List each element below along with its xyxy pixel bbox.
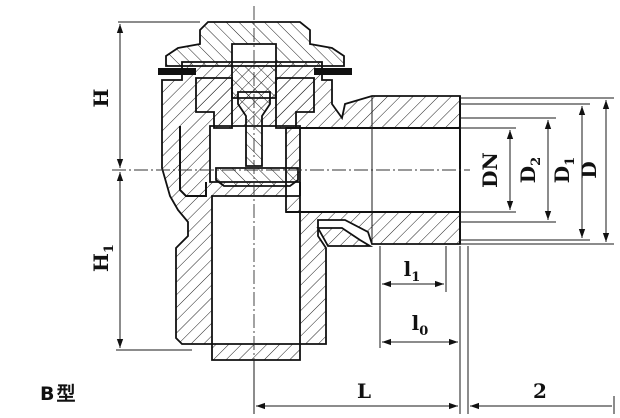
dimension-gap: 2 — [470, 379, 612, 410]
label-dn: DN — [478, 152, 502, 188]
label-h: H — [89, 89, 113, 108]
dimension-d: D — [577, 100, 610, 242]
gasket-left — [158, 68, 196, 75]
label-l1: l1 — [404, 257, 421, 285]
dimension-h1: H1 — [89, 172, 192, 351]
dimension-l1: l1 — [382, 257, 444, 288]
dimension-dn: DN — [478, 130, 514, 210]
label-gap: 2 — [533, 379, 547, 403]
dimension-l0: l0 — [382, 311, 458, 346]
dimension-d2: D2 — [516, 120, 552, 220]
label-l: L — [357, 379, 371, 403]
dimension-d1: D1 — [550, 106, 586, 238]
label-l0: l0 — [412, 311, 429, 339]
dimension-h: H — [89, 21, 200, 168]
valve-body — [161, 61, 461, 361]
label-d1: D1 — [550, 157, 578, 183]
dimension-l: L — [256, 379, 458, 410]
label-h1: H1 — [89, 244, 117, 272]
label-d: D — [577, 161, 601, 178]
gasket-right — [314, 68, 352, 75]
label-d2: D2 — [516, 157, 544, 183]
valve-insert — [195, 77, 315, 129]
